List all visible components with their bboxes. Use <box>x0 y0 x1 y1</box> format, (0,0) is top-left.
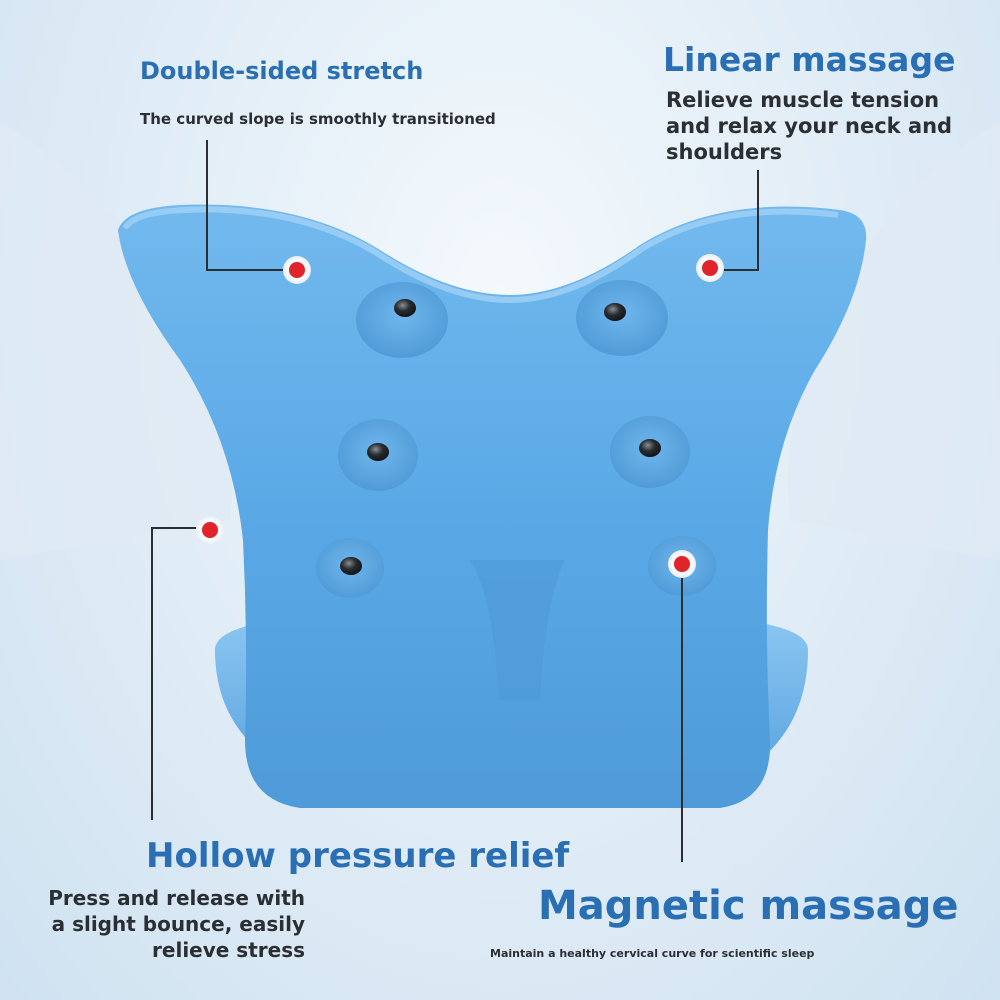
callout-line-hollow <box>151 527 196 820</box>
linear-title: Linear massage <box>663 40 956 79</box>
background-shoulder-left <box>0 120 232 560</box>
hollow-desc-line1: Press and release with <box>48 886 305 910</box>
callout-line-linear <box>722 170 759 271</box>
hollow-desc-line2: a slight bounce, easily <box>51 912 305 936</box>
hollow-desc-line3: relieve stress <box>152 938 305 962</box>
marker-dot-linear <box>696 254 724 282</box>
linear-desc-line2: and relax your neck and <box>666 114 953 138</box>
magnet-nub-top-left <box>356 282 448 358</box>
callout-line-double-sided <box>206 140 290 271</box>
double-sided-title: Double-sided stretch <box>140 57 424 85</box>
magnetic-desc: Maintain a healthy cervical curve for sc… <box>490 947 815 960</box>
marker-dot-magnetic <box>668 550 696 578</box>
pillow-body <box>118 204 867 808</box>
linear-desc-line1: Relieve muscle tension <box>666 88 940 112</box>
magnetic-title: Magnetic massage <box>538 883 959 929</box>
marker-dot-hollow <box>196 516 224 544</box>
linear-desc-line3: shoulders <box>666 140 783 164</box>
double-sided-desc: The curved slope is smoothly transitione… <box>140 110 496 128</box>
pillow-center-ridge <box>470 560 565 700</box>
magnet-nub-mid-left <box>338 419 418 491</box>
marker-dot-double-sided <box>283 256 311 284</box>
magnet-nub-low-left <box>316 538 384 598</box>
background-shoulder-right <box>788 120 1000 560</box>
hollow-title: Hollow pressure relief <box>146 836 570 876</box>
magnet-nub-top-right <box>576 280 668 356</box>
magnet-nub-mid-right <box>610 416 690 488</box>
pillow-rim-highlight <box>122 206 839 304</box>
